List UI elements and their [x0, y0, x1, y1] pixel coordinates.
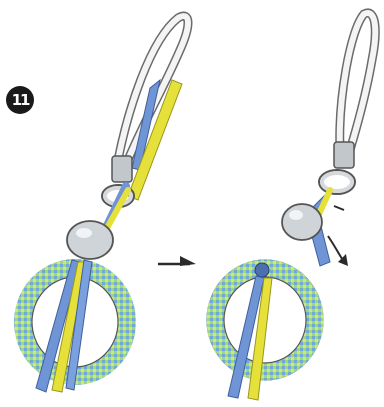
knot: [255, 263, 269, 277]
curved-arrow-icon: [328, 206, 348, 266]
bead-left: [67, 221, 113, 259]
crimp-cap-right: [334, 142, 354, 168]
before-illustration: [15, 16, 188, 392]
bead-right: [282, 204, 322, 240]
after-illustration: [207, 13, 375, 400]
crimp-cap-left: [112, 156, 132, 182]
arrow-right-icon: [158, 256, 196, 266]
